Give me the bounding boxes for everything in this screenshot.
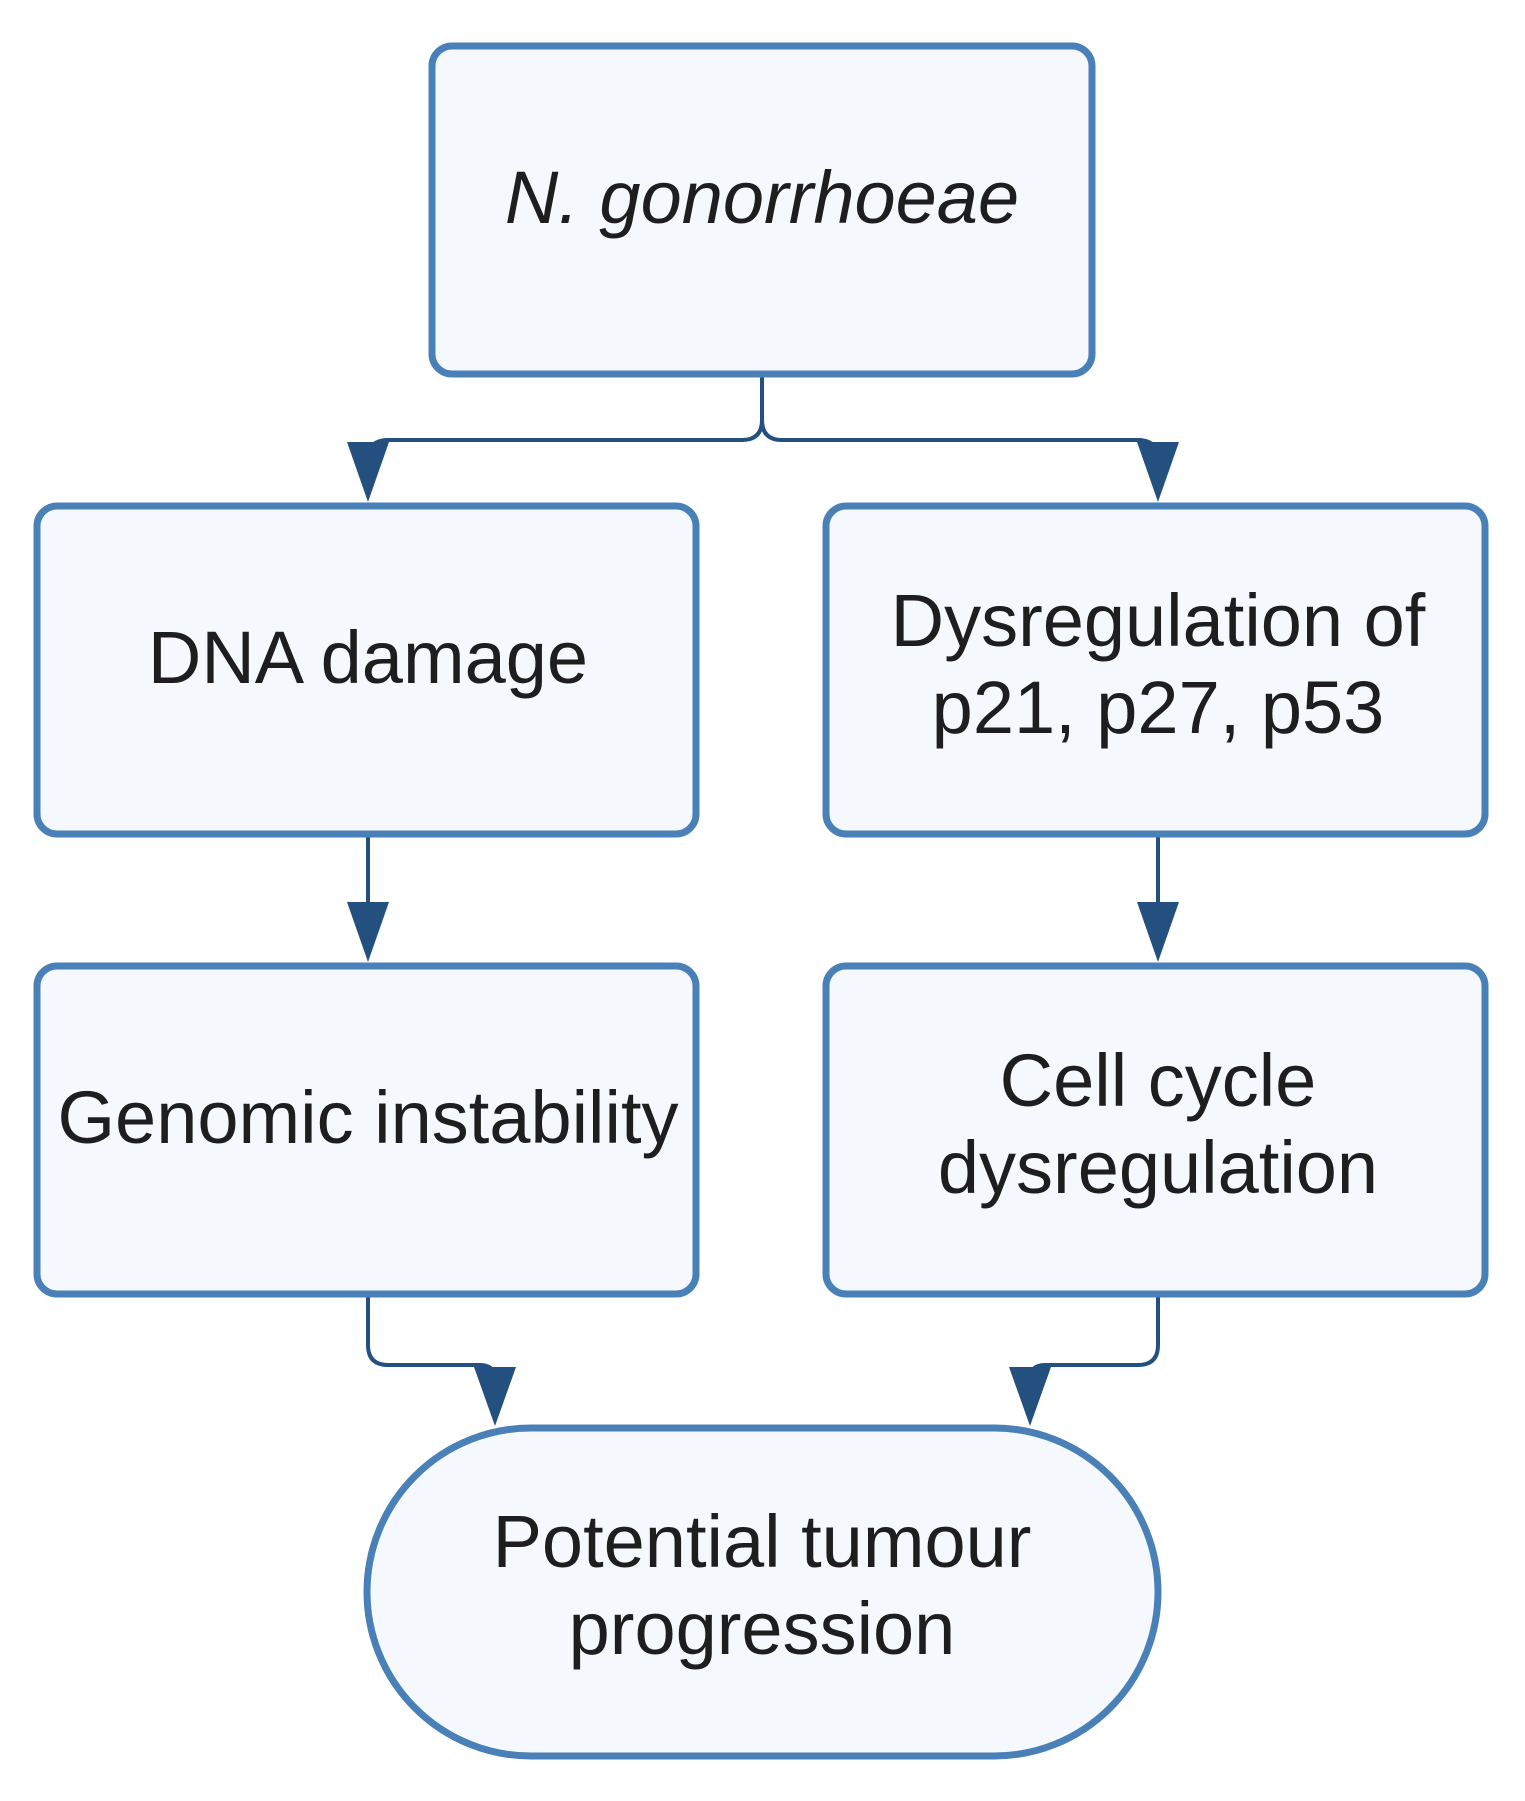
node-dysregulation-label-line1: Dysregulation of: [891, 579, 1426, 662]
arrowhead-to-dysregulation: [1137, 442, 1179, 502]
node-top-box: [428, 42, 1096, 378]
node-outcome-terminal: [363, 1424, 1162, 1760]
node-cell-cycle-label-line2: dysregulation: [938, 1126, 1378, 1209]
node-genomic-instability-box: [33, 962, 700, 1298]
node-outcome: Potential tumour progression: [363, 1424, 1162, 1760]
connector-cellcycle-to-outcome: [1028, 1296, 1160, 1392]
arrowhead-right-to-outcome: [1009, 1367, 1051, 1426]
node-dna-damage-box: [33, 502, 700, 838]
node-genomic-instability: Genomic instability: [33, 962, 700, 1298]
node-dysregulation: Dysregulation of p21, p27, p53: [822, 502, 1489, 838]
arrowhead-to-dna-damage: [347, 442, 389, 502]
connector-top-to-right-branch: [760, 418, 1160, 472]
connector-top-to-branches: [366, 376, 764, 472]
connector-genomic-to-outcome: [366, 1296, 497, 1392]
node-top: N. gonorrhoeae: [428, 42, 1096, 378]
node-top-label: N. gonorrhoeae: [505, 156, 1019, 239]
node-outcome-label-line1: Potential tumour: [493, 1500, 1032, 1583]
connectors: [347, 376, 1179, 1426]
node-genomic-instability-label: Genomic instability: [57, 1076, 678, 1159]
node-dna-damage: DNA damage: [33, 502, 700, 838]
node-outcome-label-line2: progression: [569, 1587, 956, 1670]
node-cell-cycle-label-line1: Cell cycle: [1000, 1039, 1317, 1122]
node-dysregulation-box: [822, 502, 1489, 838]
node-dna-damage-label: DNA damage: [148, 616, 588, 699]
arrowhead-left-to-outcome: [474, 1367, 516, 1426]
arrowhead-to-genomic-instability: [347, 902, 389, 962]
node-cell-cycle-box: [822, 962, 1489, 1298]
node-dysregulation-label-line2: p21, p27, p53: [932, 666, 1385, 749]
arrowhead-to-cell-cycle: [1137, 902, 1179, 962]
node-cell-cycle: Cell cycle dysregulation: [822, 962, 1489, 1298]
